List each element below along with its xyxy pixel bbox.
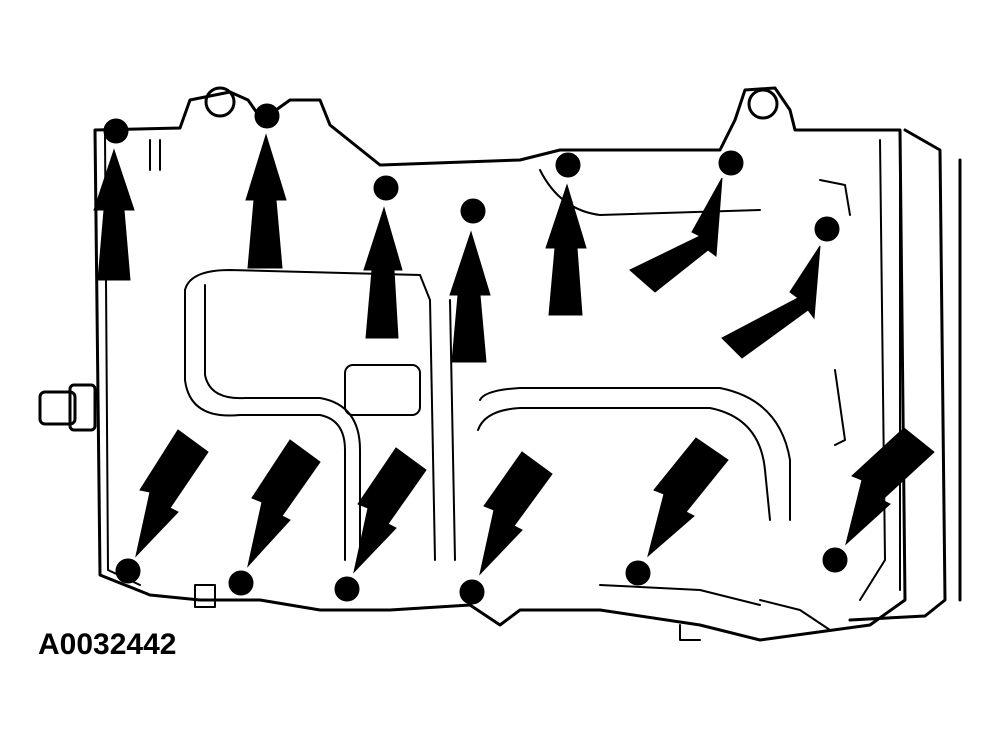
- bolt: [459, 579, 485, 605]
- arrows-top: [93, 133, 821, 363]
- arrow-icon: [545, 183, 587, 316]
- bolt: [718, 150, 744, 176]
- arrow-icon: [721, 245, 821, 359]
- mounting-boss-left: [204, 86, 236, 118]
- bolt: [254, 103, 280, 129]
- mounting-boss-right: [747, 88, 779, 120]
- bolt: [228, 570, 254, 596]
- arrow-icon: [449, 230, 491, 363]
- bolts-top-row: [103, 103, 840, 242]
- bolt: [822, 547, 848, 573]
- detail-strokes: [149, 139, 851, 631]
- arrow-icon: [135, 429, 209, 558]
- arrow-icon: [479, 451, 553, 576]
- arrow-icon: [93, 148, 135, 281]
- arrow-icon: [647, 437, 729, 558]
- arrow-icon: [245, 133, 287, 269]
- arrow-icon: [845, 427, 935, 546]
- oil-pan-channels: [184, 169, 791, 561]
- bolt: [625, 560, 651, 586]
- bolts-bottom-row: [115, 547, 848, 605]
- bolt: [373, 175, 399, 201]
- bottom-fitting: [194, 584, 701, 641]
- bolt: [814, 216, 840, 242]
- bolt: [334, 576, 360, 602]
- arrow-icon: [629, 177, 723, 293]
- arrow-icon: [353, 447, 427, 574]
- bolt: [460, 198, 486, 224]
- arrow-icon: [363, 206, 403, 339]
- figure-code-label: A0032442: [38, 628, 177, 661]
- arrows-bottom: [135, 427, 935, 576]
- bolt: [555, 152, 581, 178]
- drain-plug: [38, 383, 97, 432]
- oil-pan-outline: [93, 86, 907, 642]
- bolt: [103, 118, 129, 144]
- arrow-icon: [247, 439, 321, 568]
- bolt: [115, 558, 141, 584]
